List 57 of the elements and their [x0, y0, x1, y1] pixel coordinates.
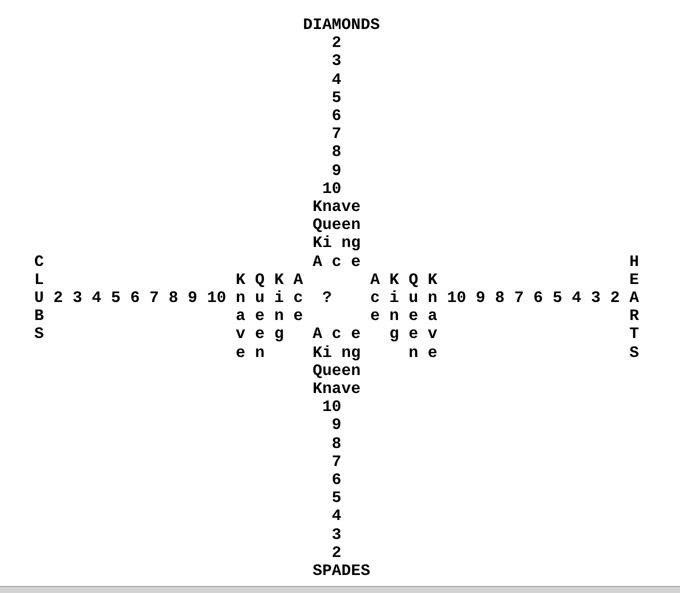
card-label: 7 — [149, 288, 159, 308]
card-label: 6 — [332, 470, 342, 490]
card-label: 8 — [332, 434, 342, 453]
card-label: 10 — [322, 180, 342, 198]
card-label: 8 — [332, 143, 342, 162]
card-label: 3 — [72, 288, 82, 308]
card-label: Queen — [312, 362, 361, 380]
card-label: 6 — [130, 288, 140, 308]
card-label: 4 — [572, 288, 582, 308]
card-label: 8 — [495, 288, 505, 308]
card-label: 7 — [332, 125, 342, 144]
card-label: 4 — [92, 288, 102, 308]
card-label: 3 — [591, 288, 601, 308]
card-label: 2 — [332, 34, 342, 52]
card-label: 3 — [332, 52, 342, 70]
card-label: 6 — [332, 106, 342, 126]
card-label: 10 — [447, 288, 466, 308]
card-label: 8 — [168, 288, 178, 308]
card-label: 5 — [332, 88, 342, 107]
suit-label: CLUBS — [34, 252, 44, 344]
card-label: Knave — [428, 270, 438, 362]
card-label: 2 — [53, 288, 63, 308]
card-label: Ki ng — [312, 344, 361, 362]
card-label: 10 — [207, 288, 226, 308]
card-label: King — [389, 270, 399, 344]
card-label: 9 — [332, 416, 342, 434]
card-label: Queen — [408, 270, 418, 362]
card-label: Knave — [312, 380, 361, 398]
card-label: 3 — [332, 526, 342, 544]
suit-label: DIAMONDS — [303, 16, 380, 34]
card-label: 9 — [188, 288, 198, 308]
card-label: 5 — [111, 288, 121, 308]
card-label: Knave — [312, 198, 361, 216]
card-label: 7 — [514, 288, 524, 308]
card-label: 2 — [332, 544, 342, 562]
card-label: Knave — [236, 270, 246, 362]
suit-label: HEARTS — [629, 252, 639, 362]
card-label: 4 — [332, 507, 342, 526]
card-label: A c e — [312, 325, 361, 344]
card-label: 5 — [552, 288, 562, 308]
card-label: King — [274, 270, 284, 344]
question-mark: ? — [322, 288, 332, 308]
card-label: Queen — [312, 216, 361, 234]
card-label: 5 — [332, 489, 342, 508]
card-label: Ki ng — [312, 234, 361, 252]
card-label: 10 — [322, 398, 342, 416]
suit-label: SPADES — [312, 562, 370, 580]
card-label: A c e — [312, 252, 361, 271]
card-label: 4 — [332, 70, 342, 89]
card-label: Ace — [370, 270, 380, 326]
card-label: 7 — [332, 452, 342, 471]
card-label: 6 — [533, 288, 543, 308]
card-label: Ace — [293, 270, 303, 326]
card-label: 2 — [610, 288, 620, 308]
card-label: 9 — [476, 288, 486, 308]
card-label: 9 — [332, 162, 342, 180]
card-label: Queen — [255, 270, 265, 362]
